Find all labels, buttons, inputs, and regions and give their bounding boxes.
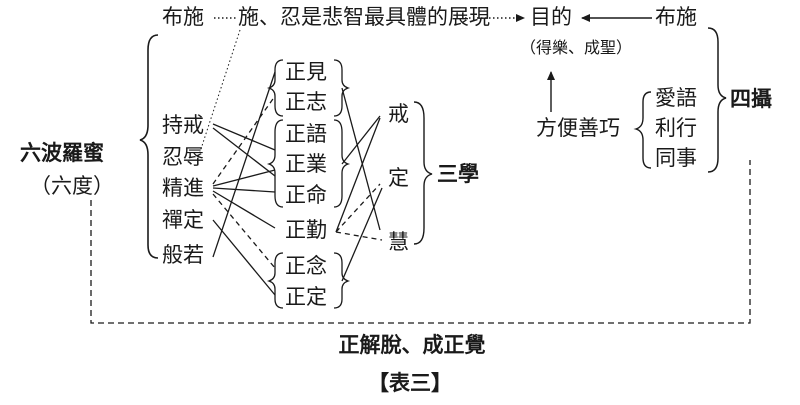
four-means-brace <box>633 91 652 169</box>
zhengjian-zhengzhi-left-brace <box>266 59 284 117</box>
four-means-big-brace <box>707 27 727 173</box>
path-zhengming: 正命 <box>285 183 327 207</box>
six-paramitas-title: 六波羅蜜 <box>20 140 104 165</box>
paramita-bore: 般若 <box>162 243 204 267</box>
three-trainings-label: 三學 <box>437 161 479 186</box>
conclusion-text: 正解脫、成正覺 <box>338 332 486 357</box>
training-ding: 定 <box>388 166 409 190</box>
link-chanding-zhengding <box>212 219 276 296</box>
link-jingjin-zhengzhi <box>212 95 276 185</box>
path-zhengye: 正業 <box>285 152 327 176</box>
means-lixing: 利行 <box>655 116 697 140</box>
means-aiyu: 愛語 <box>655 86 697 110</box>
paramita-renru: 忍辱 <box>162 145 204 169</box>
path-zhengjian: 正見 <box>285 60 327 84</box>
path-zhengyu: 正語 <box>285 122 327 146</box>
zhengjian-zhengzhi-right-brace <box>333 59 351 117</box>
link-chijie-zhengyu <box>212 123 276 151</box>
paramita-jingjin: 精進 <box>162 176 204 200</box>
path-zhengnian: 正念 <box>285 254 327 278</box>
link-zhengyu-jie <box>341 115 381 165</box>
link-bore-zhengjian <box>212 71 276 258</box>
zhengnian-zhengding-right-brace <box>333 252 351 309</box>
bottom-dashed-loop <box>90 160 751 324</box>
paramita-chanding: 禪定 <box>162 208 204 232</box>
table-caption: 【表三】 <box>368 370 452 395</box>
bushi-left-label: 布施 <box>162 5 204 29</box>
link-zhengqin-hui <box>335 231 383 241</box>
training-hui: 慧 <box>388 230 409 254</box>
link-zhengqin-ding <box>335 183 381 233</box>
four-means-label: 四攝 <box>730 86 772 111</box>
skillful-means-label: 方便善巧 <box>536 116 620 140</box>
six-paramitas-subtitle: （六度） <box>30 174 114 198</box>
link-zhengnian-ding <box>341 187 383 282</box>
goal-label: 目的 <box>530 5 572 29</box>
zhengyu-group-left-brace <box>266 119 284 208</box>
link-jingjin-zhengming <box>212 187 276 193</box>
paramita-chijie: 持戒 <box>162 113 204 137</box>
zhengnian-zhengding-left-brace <box>266 252 284 309</box>
path-zhengding: 正定 <box>285 285 327 309</box>
link-zhengjian-hui <box>341 87 381 231</box>
paramita-brace <box>139 34 159 259</box>
link-jingjin-zhengqin <box>212 190 276 229</box>
bushi-right-label: 布施 <box>655 5 697 29</box>
compassion-wisdom-phrase: 施、忍是悲智最具體的展現 <box>238 5 490 29</box>
means-tongshi: 同事 <box>655 146 697 170</box>
training-jie: 戒 <box>388 102 409 126</box>
zhengyu-group-right-brace <box>333 119 351 208</box>
path-zhengqin: 正勤 <box>285 218 327 242</box>
shi-to-renru-dots <box>197 29 241 159</box>
link-jingjin-zhengnian <box>212 193 276 269</box>
link-chijie-zhengye <box>212 127 276 177</box>
three-trainings-brace <box>413 101 433 245</box>
link-zhengqin-jie <box>335 117 381 233</box>
link-jingjin-zhengye <box>212 169 276 187</box>
path-zhengzhi: 正志 <box>285 90 327 114</box>
goal-note: （得樂、成聖） <box>520 38 633 57</box>
